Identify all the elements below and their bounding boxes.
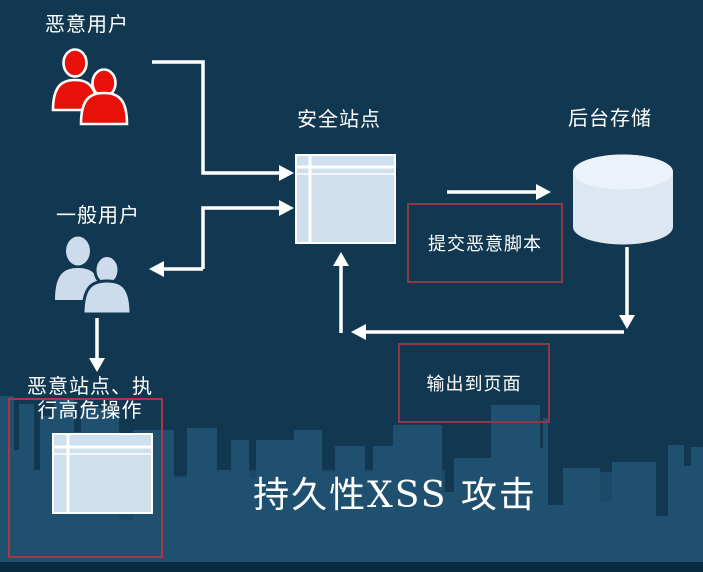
normal-users-icon — [55, 236, 133, 316]
submit-script-label: 提交恶意脚本 — [428, 234, 542, 255]
city-skyline — [0, 396, 703, 572]
malicious-site-label-line1: 恶意站点、执 — [27, 374, 153, 398]
arrow-storage-down — [619, 247, 635, 329]
arrow-storage-to-site-horizontal — [351, 324, 624, 340]
malicious-site-window-icon — [52, 433, 153, 514]
browser-window-icon — [295, 154, 396, 244]
arrow-malicious-user-to-site — [152, 60, 294, 181]
malicious-site-label-line2: 行高危操作 — [37, 398, 143, 422]
arrow-normal-user-to-malicious-site — [89, 318, 105, 372]
bottom-dark-strip — [0, 562, 703, 572]
connectors — [89, 60, 635, 372]
malicious-users-icon — [51, 48, 129, 126]
secure-site-label: 安全站点 — [297, 107, 381, 131]
output-page-label: 输出到页面 — [426, 374, 522, 395]
skyline-near-layer — [0, 396, 703, 563]
diagram-title: 持久性XSS 攻击 — [253, 475, 537, 516]
arrow-up-into-site — [333, 252, 349, 333]
malicious-user-label: 恶意用户 — [45, 12, 129, 36]
output-page-box: 输出到页面 — [398, 343, 550, 423]
malicious-site-label: 恶意站点、执 行高危操作 — [0, 374, 180, 422]
normal-user-label: 一般用户 — [56, 203, 140, 227]
arrow-site-to-normal-user — [149, 261, 203, 277]
arrow-normal-user-to-site — [201, 200, 294, 269]
malicious-site-box — [8, 398, 163, 558]
backend-storage-label: 后台存储 — [568, 106, 652, 130]
arrow-site-to-storage — [447, 184, 551, 200]
submit-script-box: 提交恶意脚本 — [407, 203, 563, 283]
database-icon — [573, 154, 673, 245]
